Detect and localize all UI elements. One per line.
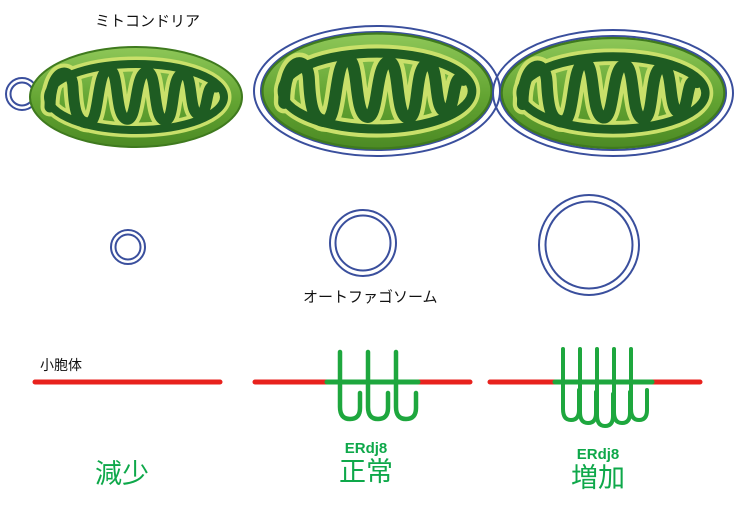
erdj8-hooks-normal (337, 349, 419, 422)
condition-decrease: 減少 (95, 459, 149, 490)
autophagosome-membrane-around-mito-3 (492, 29, 734, 157)
condition-normal-label: 正常 (339, 457, 393, 488)
condition-increase-label: 増加 (571, 463, 625, 494)
mitochondrion-2 (263, 34, 492, 149)
mitochondrion-1 (30, 47, 242, 147)
condition-normal: ERdj8 正常 (339, 440, 393, 488)
erdj8-label-increase: ERdj8 (576, 446, 620, 463)
autophagosome-label: オートファゴソーム (303, 289, 438, 306)
autophagosome-small (110, 229, 146, 265)
condition-decrease-label: 減少 (95, 459, 149, 489)
mitochondria-label: ミトコンドリア (95, 13, 201, 30)
er-label: 小胞体 (40, 357, 82, 373)
condition-increase: ERdj8 増加 (571, 446, 625, 494)
erdj8-hooks-increased (561, 347, 649, 429)
autophagosome-medium (329, 209, 397, 277)
erdj8-label-normal: ERdj8 (344, 440, 388, 457)
autophagosome-large (538, 194, 640, 296)
mitochondrion-3 (502, 38, 725, 148)
